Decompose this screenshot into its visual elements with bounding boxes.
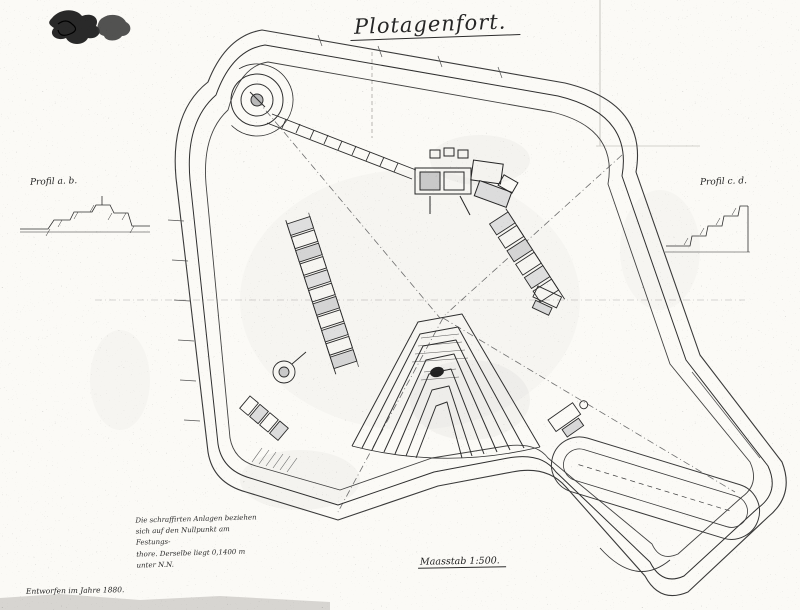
scale-label: Maasstab 1:500.	[417, 555, 506, 569]
notes-line: sich auf den Nullpunkt am Festungs-	[135, 525, 230, 547]
notes-block: Die schraffirten Anlagen beziehen sich a…	[135, 512, 258, 571]
signature-note: Entworfen im Jahre 1880.	[25, 585, 125, 596]
notes-line: thore. Derselbe liegt 0,1400 m unter N.N…	[136, 547, 246, 570]
profile-left-label: Profil a. b.	[29, 176, 78, 188]
profile-right-label: Profil c. d.	[699, 176, 748, 188]
